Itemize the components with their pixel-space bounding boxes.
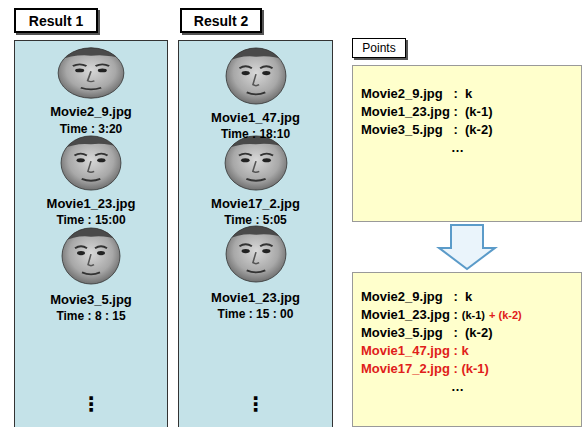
points-row: Movie3_5.jpg : (k-2)	[353, 323, 581, 341]
result-panel: Movie1_47.jpgTime : 18:10Movie17_2.jpgTi…	[178, 40, 333, 427]
panel-fill	[14, 40, 168, 427]
file-name: Movie1_47.jpg	[211, 110, 300, 125]
face-photo	[225, 225, 287, 283]
time-label: Time : 5:05	[224, 213, 286, 227]
text-row: Movie17_2.jpg	[179, 194, 332, 212]
points-row: …	[353, 377, 581, 395]
text-row: Time : 3:20	[15, 119, 167, 137]
file-name: Movie17_2.jpg	[211, 196, 300, 211]
points-entry: Movie1_47.jpg : k	[361, 343, 469, 358]
time-label: Time : 18:10	[221, 127, 290, 141]
face-photo	[60, 135, 122, 191]
text-row: Movie2_9.jpg	[15, 102, 167, 120]
file-name: Movie1_23.jpg	[211, 290, 300, 305]
text-row: Movie3_5.jpg	[15, 290, 167, 308]
panel-fill	[178, 40, 333, 427]
heading-text: Result 1	[29, 13, 83, 29]
text-row: Time : 5:05	[179, 210, 332, 228]
text-row: Movie1_47.jpg	[179, 108, 332, 126]
face-photo	[225, 47, 287, 105]
text-row: Movie1_23.jpg	[179, 288, 332, 306]
text-row: Time : 8 : 15	[15, 306, 167, 324]
file-name: Movie1_23.jpg	[47, 196, 136, 211]
text-row: ⋮	[15, 393, 167, 415]
text-row: Time : 18:10	[179, 124, 332, 142]
ellipsis-mark: ⋮	[81, 393, 101, 415]
face-photo	[61, 227, 121, 285]
heading-text: Points	[362, 41, 395, 55]
time-label: Time : 15 : 00	[218, 307, 294, 321]
points-entry: (k-1)	[462, 309, 485, 321]
face-photo	[224, 135, 288, 191]
points-row: Movie17_2.jpg : (k-1)	[353, 359, 581, 377]
points-entry: …	[451, 379, 464, 394]
points-entry: Movie2_9.jpg : k	[361, 86, 472, 101]
points-entry: + (k-2)	[489, 309, 522, 321]
time-label: Time : 8 : 15	[56, 309, 125, 323]
points-entry: Movie17_2.jpg : (k-1)	[361, 361, 489, 376]
points-entry: Movie3_5.jpg : (k-2)	[361, 325, 492, 340]
points-entry: Movie1_23.jpg : (k-1)	[361, 104, 492, 119]
points-row: Movie2_9.jpg : k	[353, 287, 581, 305]
heading-tag: Result 2	[180, 8, 262, 33]
face-photo	[57, 47, 125, 99]
heading-tag: Points	[352, 38, 406, 58]
text-row: Movie1_23.jpg	[15, 194, 167, 212]
points-entry: Movie3_5.jpg : (k-2)	[361, 122, 492, 137]
points-row: Movie3_5.jpg : (k-2)	[353, 120, 581, 138]
text-row: Time : 15 : 00	[179, 304, 332, 322]
points-row: …	[353, 138, 581, 156]
points-box: Movie2_9.jpg : k Movie1_23.jpg : (k-1) Mov…	[352, 65, 582, 222]
text-row: Time : 15:00	[15, 210, 167, 228]
ellipsis-mark: ⋮	[246, 393, 266, 415]
points-row: Movie1_47.jpg : k	[353, 341, 581, 359]
text-row: ⋮	[179, 393, 332, 415]
points-entry: Movie1_23.jpg :	[361, 307, 458, 322]
points-entry: Movie2_9.jpg : k	[361, 289, 472, 304]
heading-tag: Result 1	[14, 8, 98, 33]
heading-text: Result 2	[194, 13, 248, 29]
file-name: Movie2_9.jpg	[50, 104, 132, 119]
points-entry: …	[451, 140, 464, 155]
block-arrow	[439, 225, 495, 269]
time-label: Time : 15:00	[56, 213, 125, 227]
time-label: Time : 3:20	[60, 122, 122, 136]
result-panel: Movie2_9.jpgTime : 3:20Movie1_23.jpgTime…	[14, 40, 168, 427]
points-row: Movie2_9.jpg : k	[353, 84, 581, 102]
file-name: Movie3_5.jpg	[50, 292, 132, 307]
points-box: Movie2_9.jpg : k Movie1_23.jpg : (k-1) + (k…	[352, 272, 582, 427]
points-row: Movie1_23.jpg : (k-1)	[353, 102, 581, 120]
points-row: Movie1_23.jpg : (k-1) + (k-2)	[353, 305, 581, 324]
